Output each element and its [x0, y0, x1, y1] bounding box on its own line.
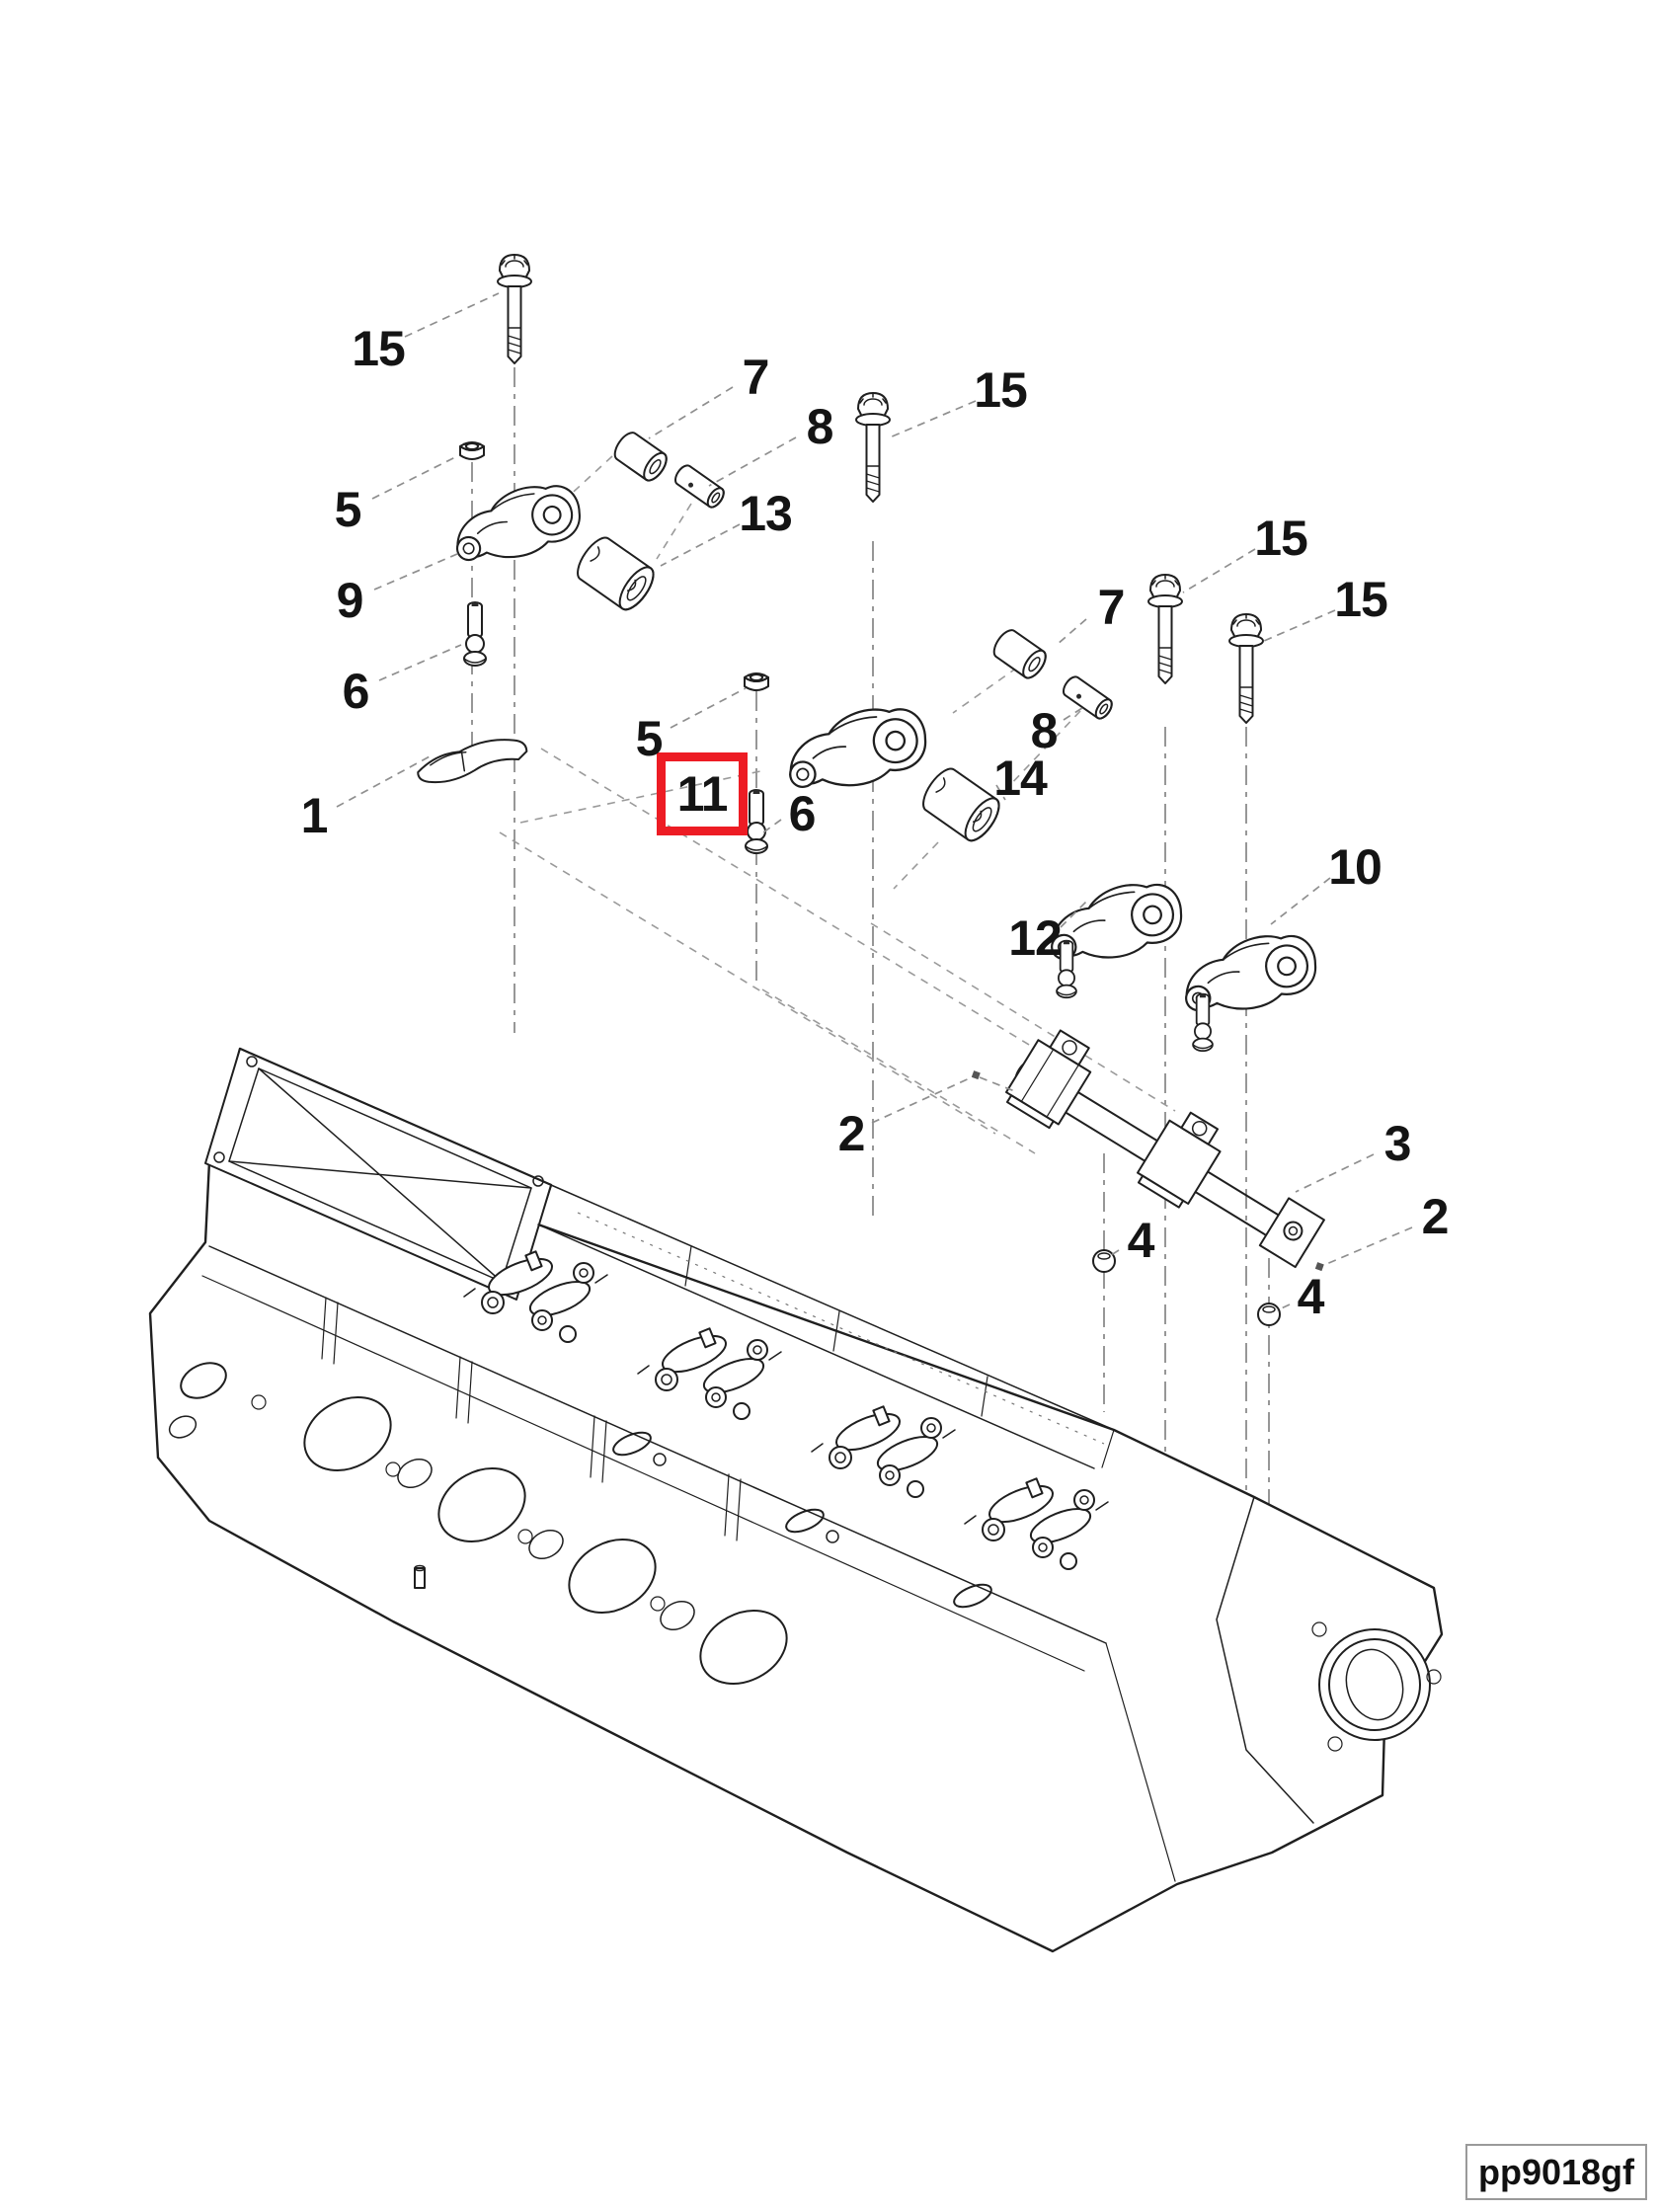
- roller-7-b: [988, 625, 1052, 683]
- callout-10[interactable]: 10: [1328, 839, 1382, 895]
- highlight-box: 11: [657, 752, 748, 835]
- cylinder-head: [148, 1047, 1444, 1953]
- callout-2-b[interactable]: 2: [1421, 1189, 1450, 1244]
- rocker-arm-9: [445, 475, 589, 572]
- callout-12[interactable]: 12: [1008, 910, 1063, 966]
- tappet-14: [915, 762, 1006, 847]
- callout-15-a[interactable]: 15: [352, 321, 406, 376]
- dowel-ball-4-a: [1092, 1249, 1116, 1273]
- projection-lines: [499, 455, 1176, 1154]
- valve-bridge-1: [417, 739, 528, 784]
- roller-pin-8-a: [671, 461, 728, 512]
- leader-lines: [336, 292, 1413, 1311]
- rocker-arm-11: [778, 698, 934, 800]
- callout-14[interactable]: 14: [993, 750, 1048, 806]
- adjusting-screw-6-a: [463, 600, 487, 667]
- lock-nut-5-b: [744, 672, 769, 691]
- exploded-parts: [417, 254, 1325, 1326]
- callout-9[interactable]: 9: [336, 573, 364, 628]
- callout-4-a[interactable]: 4: [1127, 1213, 1155, 1268]
- callout-3[interactable]: 3: [1383, 1116, 1412, 1171]
- callout-7-a[interactable]: 7: [742, 350, 770, 405]
- callout-2-a[interactable]: 2: [837, 1106, 866, 1161]
- rocker-shaft-assembly-2-3: [1005, 1029, 1325, 1269]
- callout-15-d[interactable]: 15: [1334, 572, 1388, 627]
- callout-5-b[interactable]: 5: [635, 711, 664, 766]
- tappet-13: [570, 531, 661, 616]
- deck-texture: [414, 1431, 992, 1609]
- callout-8-b[interactable]: 8: [1030, 703, 1059, 758]
- dowel-ball-4-b: [1257, 1303, 1281, 1326]
- callout-7-b[interactable]: 7: [1097, 580, 1126, 635]
- part-code-label: pp9018gf: [1465, 2144, 1647, 2200]
- flange-bolt-15-b: [855, 392, 891, 503]
- callout-8-a[interactable]: 8: [806, 399, 834, 454]
- callout-11[interactable]: 11: [676, 766, 729, 822]
- roller-7-a: [609, 428, 672, 486]
- callout-5-a[interactable]: 5: [334, 482, 362, 537]
- adjusting-screw-10-stud: [1192, 992, 1214, 1053]
- lock-nut-5-a: [459, 441, 485, 460]
- roller-pin-8-b: [1059, 672, 1116, 723]
- callout-4-b[interactable]: 4: [1297, 1269, 1325, 1324]
- callout-6-a[interactable]: 6: [342, 664, 370, 719]
- flange-bolt-15-d: [1228, 613, 1264, 724]
- flange-bolt-15-c: [1147, 574, 1183, 684]
- callout-13[interactable]: 13: [739, 486, 793, 541]
- adjusting-screw-6-b: [745, 788, 768, 854]
- flange-bolt-15-a: [497, 254, 532, 364]
- callout-6-b[interactable]: 6: [788, 786, 817, 841]
- callout-15-c[interactable]: 15: [1254, 511, 1308, 566]
- callout-1[interactable]: 1: [300, 788, 329, 843]
- callout-15-b[interactable]: 15: [974, 362, 1028, 418]
